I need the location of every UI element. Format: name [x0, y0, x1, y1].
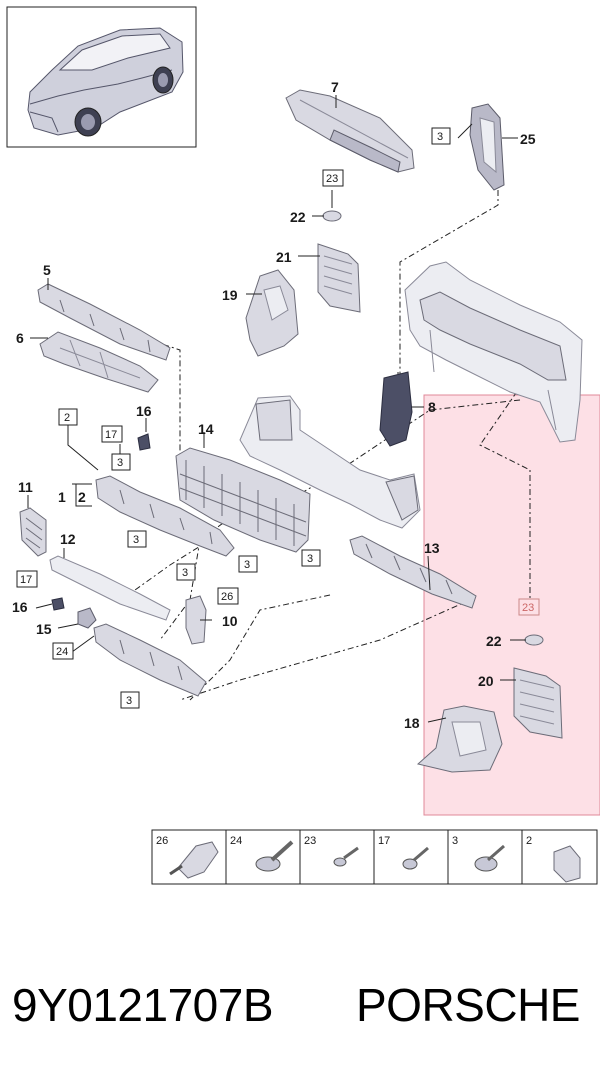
part-11-grille [19, 507, 47, 557]
box-2: 2 [58, 408, 78, 426]
part-12-trim-strip [49, 555, 171, 621]
radiator-support-frame [404, 261, 583, 443]
part-5-strip [37, 283, 171, 361]
svg-text:2: 2 [64, 412, 70, 424]
callout-6: 6 [16, 330, 24, 346]
part-22-clip-top [322, 210, 342, 222]
box-3-c: 3 [238, 555, 258, 573]
part-number: 9Y0121707B [12, 979, 274, 1031]
legend-label-3: 3 [452, 835, 458, 847]
box-3-f: 3 [120, 691, 140, 709]
fastener-23-icon [333, 846, 359, 867]
svg-text:3: 3 [244, 559, 250, 571]
brand-name: PORSCHE [356, 979, 580, 1031]
callout-16-bottom: 16 [12, 599, 28, 615]
fastener-17-icon [402, 846, 429, 870]
part-20-radiator [513, 667, 563, 739]
callout-21: 21 [276, 249, 292, 265]
part-15-clip [77, 607, 97, 629]
svg-text:17: 17 [20, 574, 32, 586]
callout-1: 1 [58, 489, 66, 505]
fastener-3-icon [474, 844, 505, 872]
part-16-clip-top [137, 433, 151, 451]
callout-10: 10 [222, 613, 238, 629]
callout-12: 12 [60, 531, 76, 547]
part-6-grille-frame [39, 331, 159, 393]
svg-text:23: 23 [522, 602, 534, 614]
svg-text:26: 26 [221, 591, 233, 603]
callout-22-top: 22 [290, 209, 306, 225]
svg-text:3: 3 [307, 553, 313, 565]
fastener-2-icon [553, 845, 581, 883]
fastener-26-icon [169, 841, 219, 879]
box-3-b: 3 [127, 530, 147, 548]
legend-label-24: 24 [230, 835, 242, 847]
box-17-top: 17 [101, 425, 123, 443]
part-22-clip-bottom [524, 634, 544, 646]
callout-22-bottom: 22 [486, 633, 502, 649]
parts-diagram: 7 25 22 21 19 5 6 8 16 14 11 1 2 12 13 1… [6, 6, 600, 885]
part-16-clip-bottom [51, 597, 65, 611]
legend-label-23: 23 [304, 835, 316, 847]
legend-label-26: 26 [156, 835, 168, 847]
leader-lines [27, 95, 526, 723]
callout-19: 19 [222, 287, 238, 303]
svg-text:17: 17 [105, 429, 117, 441]
callout-16-top: 16 [136, 403, 152, 419]
box-3-top: 3 [431, 127, 451, 145]
footer: 9Y0121707B PORSCHE [0, 975, 600, 1045]
callout-8: 8 [428, 399, 436, 415]
part-7-air-duct [285, 89, 415, 173]
fastener-legend: 26 24 23 17 3 2 [151, 829, 598, 885]
fastener-24-icon [255, 840, 294, 872]
callout-20: 20 [478, 673, 494, 689]
callout-2: 2 [78, 489, 86, 505]
box-26: 26 [217, 587, 239, 605]
callout-5: 5 [43, 262, 51, 278]
box-3-a: 3 [111, 453, 131, 471]
svg-text:23: 23 [326, 173, 338, 185]
part-25-bracket [469, 103, 505, 191]
callout-11: 11 [18, 479, 33, 495]
part-18-air-guide [416, 705, 503, 773]
callout-7: 7 [331, 79, 339, 95]
svg-text:3: 3 [437, 131, 443, 143]
callout-13: 13 [424, 540, 440, 556]
callout-18: 18 [404, 715, 420, 731]
svg-text:24: 24 [56, 646, 68, 658]
part-21-radiator [317, 243, 361, 313]
callout-15: 15 [36, 621, 52, 637]
callout-25: 25 [520, 131, 536, 147]
crash-beam [239, 395, 421, 529]
part-8-bracket [379, 371, 413, 447]
callout-14: 14 [198, 421, 214, 437]
part-13-air-guide [349, 535, 477, 609]
box-3-d: 3 [301, 549, 321, 567]
callout-numbers: 7 25 22 21 19 5 6 8 16 14 11 1 2 12 13 1… [12, 79, 536, 731]
box-23-highlighted: 23 [518, 598, 540, 616]
part-19-air-guide [245, 269, 299, 357]
box-24: 24 [52, 642, 74, 660]
part-1-carrier [95, 475, 235, 557]
svg-text:3: 3 [126, 695, 132, 707]
svg-text:3: 3 [133, 534, 139, 546]
svg-text:3: 3 [182, 567, 188, 579]
box-23-top: 23 [322, 169, 344, 187]
part-14-air-shutter [175, 447, 311, 553]
part-10-bracket [185, 595, 207, 645]
vehicle-thumbnail [6, 6, 197, 148]
box-17-bottom: 17 [16, 570, 38, 588]
box-3-e: 3 [176, 563, 196, 581]
lower-strip [93, 623, 207, 697]
legend-label-2: 2 [526, 835, 532, 847]
svg-text:3: 3 [117, 457, 123, 469]
boxed-numbers: 3 23 2 17 3 3 3 3 3 17 26 24 3 23 [16, 127, 540, 709]
legend-label-17: 17 [378, 835, 390, 847]
